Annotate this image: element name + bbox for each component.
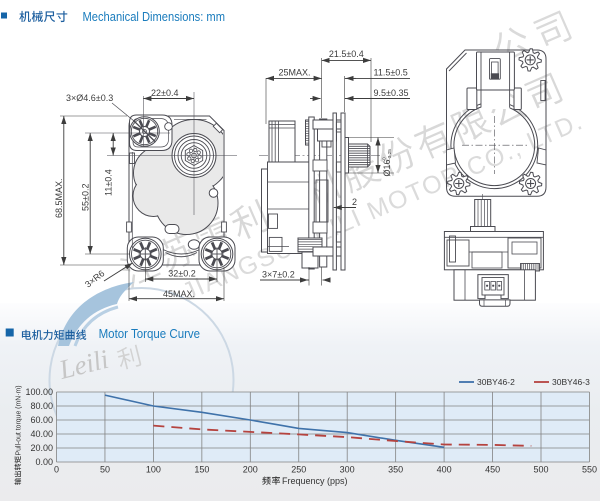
svg-text:55±0.2: 55±0.2 [81, 184, 91, 211]
svg-text:40.00: 40.00 [30, 429, 53, 439]
svg-text:45MAX.: 45MAX. [163, 289, 195, 299]
svg-text:0.00: 0.00 [35, 457, 53, 467]
svg-text:Leili: Leili [55, 344, 111, 385]
svg-text:11±0.4: 11±0.4 [104, 169, 114, 196]
svg-text:200: 200 [243, 465, 258, 475]
svg-text:9.5±0.35: 9.5±0.35 [374, 88, 409, 98]
svg-text:-0.25: -0.25 [387, 149, 393, 160]
svg-text:Frequency (pps): Frequency (pps) [282, 476, 348, 486]
svg-text:Mechanical Dimensions: mm: Mechanical Dimensions: mm [83, 10, 226, 24]
svg-text:80.00: 80.00 [30, 401, 53, 411]
svg-text:3×7±0.2: 3×7±0.2 [262, 270, 295, 280]
svg-text:20.00: 20.00 [30, 443, 53, 453]
svg-text:Motor Torque Curve: Motor Torque Curve [99, 327, 201, 341]
svg-text:2: 2 [352, 197, 357, 207]
svg-text:11.5±0.5: 11.5±0.5 [374, 68, 408, 78]
svg-text:250: 250 [291, 465, 306, 475]
svg-text:Pull-out torque (mN·m): Pull-out torque (mN·m) [14, 386, 23, 456]
svg-text:550: 550 [582, 465, 597, 475]
svg-text:30BY46-3: 30BY46-3 [552, 377, 590, 387]
svg-text:68.5MAX.: 68.5MAX. [54, 178, 64, 218]
svg-text:25MAX.: 25MAX. [279, 68, 311, 78]
svg-text:21.5±0.4: 21.5±0.4 [329, 49, 364, 59]
svg-text:60.00: 60.00 [30, 415, 53, 425]
svg-text:0: 0 [54, 465, 59, 475]
svg-text:450: 450 [485, 465, 500, 475]
svg-text:100.00: 100.00 [25, 387, 53, 397]
svg-text:3×Ø4.6±0.3: 3×Ø4.6±0.3 [66, 93, 113, 103]
svg-text:32±0.2: 32±0.2 [168, 269, 195, 279]
svg-text:300: 300 [340, 465, 355, 475]
svg-text:50: 50 [100, 465, 110, 475]
svg-text:400: 400 [437, 465, 452, 475]
svg-text:Ø16: Ø16 [382, 159, 392, 176]
svg-text:22±0.4: 22±0.4 [151, 88, 178, 98]
svg-text:350: 350 [388, 465, 403, 475]
svg-text:3×R6: 3×R6 [83, 268, 106, 289]
svg-text:30BY46-2: 30BY46-2 [477, 377, 515, 387]
svg-text:500: 500 [533, 465, 548, 475]
svg-text:0: 0 [382, 157, 388, 160]
svg-text:150: 150 [194, 465, 209, 475]
svg-text:100: 100 [146, 465, 161, 475]
